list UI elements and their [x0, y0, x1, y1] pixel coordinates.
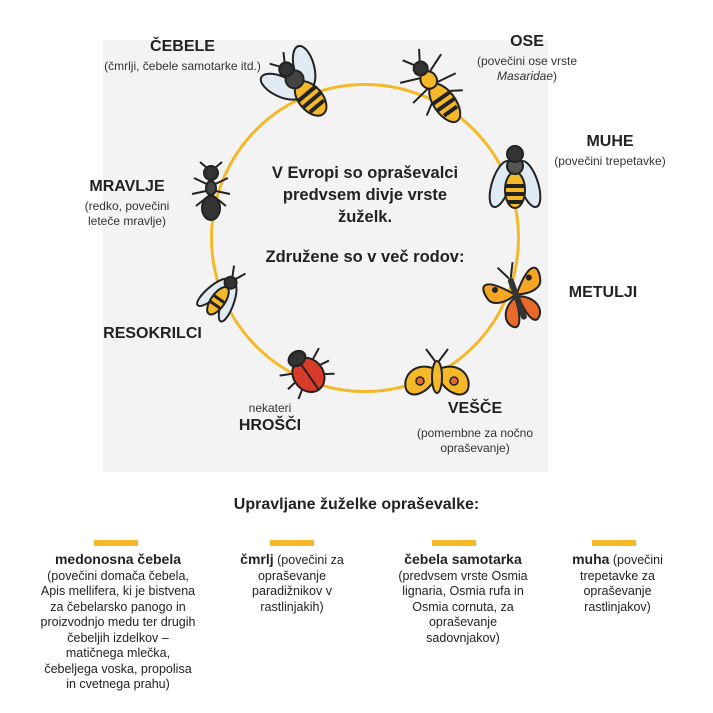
managed-item-name: čmrlj	[240, 551, 274, 567]
group-vesce: VEŠČE (pomembne za nočno opraševanje)	[405, 400, 545, 456]
group-name: OSE	[510, 33, 544, 50]
managed-item-honeybee: medonosna čebela (povečini domača čebela…	[38, 551, 198, 693]
bee-illustration	[259, 44, 328, 117]
beetle-illustration	[279, 347, 335, 400]
pollinator-ring	[210, 83, 520, 393]
thrips-illustration	[196, 265, 246, 323]
managed-item-name: muha	[572, 551, 610, 567]
group-name: HROŠČI	[238, 417, 302, 434]
group-note: (povečini trepetavke)	[554, 154, 666, 168]
managed-item-desc: (povečini trepetavke za opraševanje rast…	[579, 553, 663, 614]
group-name: RESOKRILCI	[103, 325, 202, 342]
group-note: (pomembne za nočno opraševanje)	[416, 426, 534, 455]
group-note: nekateri	[248, 401, 292, 415]
center-line-2: Združene so v več rodov:	[265, 248, 465, 266]
group-note-prefix: (povečini ose vrste	[476, 54, 578, 68]
group-name: ČEBELE	[150, 38, 215, 55]
managed-item-desc: (predvsem vrste Osmia lignaria, Osmia ru…	[398, 568, 528, 645]
managed-item-solitary-bee: čebela samotarka (predvsem vrste Osmia l…	[393, 551, 533, 646]
moth-illustration	[404, 348, 470, 396]
center-line-1: V Evropi so opraševalci predvsem divje v…	[271, 164, 459, 226]
managed-item-desc: (povečini za opraševanje paradižnikov v …	[252, 553, 344, 614]
group-mravlje: MRAVLJE (redko, povečini leteče mravlje)	[68, 178, 186, 229]
accent-bar	[94, 540, 138, 546]
group-hrosci: nekateri HROŠČI	[225, 401, 315, 435]
managed-item-fly: muha (povečini trepetavke za opraševanje…	[555, 551, 680, 615]
accent-bar	[432, 540, 476, 546]
group-name: MRAVLJE	[89, 178, 165, 195]
ant-illustration	[191, 161, 231, 221]
group-name: METULJI	[568, 284, 638, 301]
group-note-suffix: )	[553, 69, 558, 83]
center-text: V Evropi so opraševalci predvsem divje v…	[255, 162, 475, 268]
managed-title: Upravljane žuželke opraševalke:	[233, 496, 480, 513]
managed-item-name: medonosna čebela	[54, 551, 182, 567]
group-note: (povečini ose vrste Masaridae)	[462, 54, 592, 84]
managed-item-bumblebee: čmrlj (povečini za opraševanje paradižni…	[228, 551, 356, 615]
managed-item-name: čebela samotarka	[404, 551, 522, 567]
fly-illustration	[488, 145, 542, 209]
group-name: MUHE	[586, 133, 634, 150]
wasp-illustration	[399, 48, 463, 124]
group-name: VEŠČE	[447, 400, 503, 417]
group-resokrilci: RESOKRILCI	[100, 325, 205, 343]
group-note-italic: Masaridae	[496, 69, 554, 83]
group-cebele: ČEBELE (čmrlji, čebele samotarke itd.)	[100, 38, 265, 74]
managed-item-desc: (povečini domača čebela, Apis mellifera,…	[40, 568, 196, 692]
group-metulji: METULJI	[553, 284, 653, 302]
accent-bar	[592, 540, 636, 546]
group-ose: OSE (povečini ose vrste Masaridae)	[462, 33, 592, 84]
group-muhe: MUHE (povečini trepetavke)	[540, 133, 680, 169]
butterfly-illustration	[482, 262, 542, 329]
group-note: (čmrlji, čebele samotarke itd.)	[104, 59, 261, 73]
group-note: (redko, povečini leteče mravlje)	[84, 199, 170, 228]
accent-bar	[270, 540, 314, 546]
